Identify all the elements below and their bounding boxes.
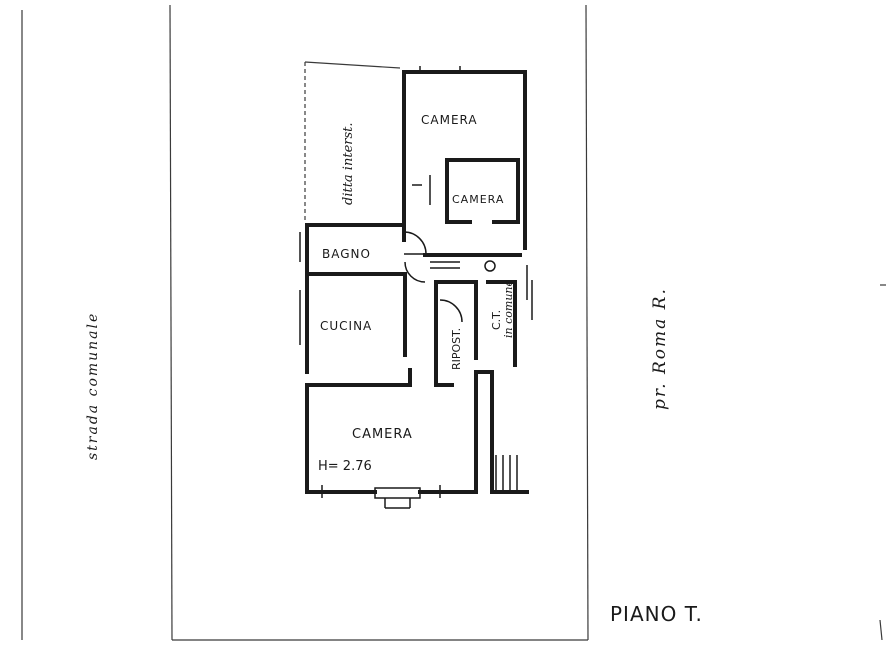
room-label-camera-top: CAMERA [421, 113, 478, 127]
room-label-camera-bottom: CAMERA [352, 427, 413, 442]
room-label-bagno: BAGNO [322, 247, 371, 261]
room-label-camera-middle: CAMERA [452, 193, 504, 206]
room-label-cucina: CUCINA [320, 319, 372, 333]
walls [305, 70, 529, 494]
room-label-ripost: RIPOST. [450, 328, 463, 370]
neighbor-boundary [304, 61, 401, 222]
road-label: pr. Roma R. [650, 287, 670, 410]
openings [299, 66, 533, 509]
room-label-ct-note: in comune [502, 280, 515, 338]
room-label-ct: C.T. [490, 310, 503, 330]
sheet-frame [21, 4, 886, 641]
neighbor-label: ditta interst. [341, 122, 356, 205]
street-label: strada comunale [85, 312, 101, 460]
height-label: H= 2.76 [318, 459, 372, 474]
floor-title: PIANO T. [610, 602, 703, 626]
